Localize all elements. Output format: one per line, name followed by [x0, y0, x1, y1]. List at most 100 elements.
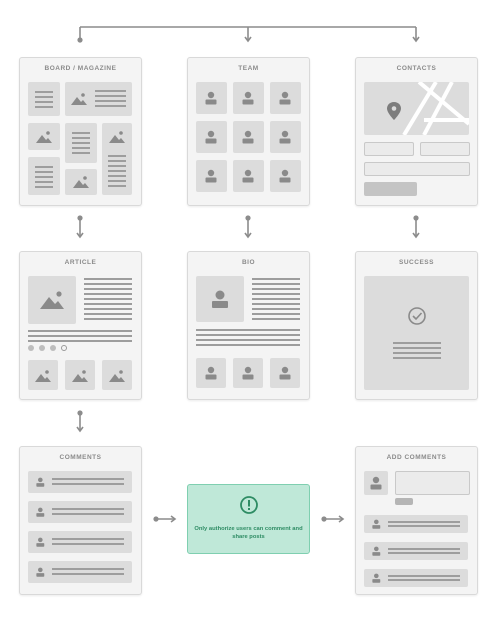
comment-input[interactable]	[395, 471, 470, 495]
input-field[interactable]	[364, 142, 414, 156]
card-title: BOARD / MAGAZINE	[44, 65, 117, 72]
text-line	[84, 308, 132, 310]
text-line	[252, 283, 300, 285]
user-icon	[279, 91, 291, 105]
comment-row	[364, 515, 468, 533]
text-block	[28, 157, 60, 195]
text-line	[84, 278, 132, 280]
text-block	[65, 123, 97, 163]
pagination-dot	[39, 345, 45, 351]
team-card: TEAM	[187, 57, 310, 206]
comment-row	[28, 471, 132, 493]
check-circle-icon	[408, 307, 426, 325]
text-line	[252, 308, 300, 310]
authorization-notice: Only authorize users can comment and sha…	[187, 484, 310, 554]
image-icon	[36, 131, 52, 143]
image-icon	[35, 370, 51, 382]
image-icon	[109, 370, 125, 382]
text-line	[28, 330, 132, 332]
text-line	[84, 283, 132, 285]
submit-button[interactable]	[364, 182, 417, 196]
text-line	[388, 552, 460, 554]
text-line	[252, 293, 300, 295]
user-icon	[205, 91, 217, 105]
user-icon	[279, 366, 291, 380]
card-title: SUCCESS	[399, 259, 434, 266]
user-icon	[242, 169, 254, 183]
team-member-tile	[270, 82, 301, 114]
user-icon	[212, 290, 228, 308]
input-field[interactable]	[420, 142, 470, 156]
success-panel	[364, 276, 469, 390]
image-icon	[72, 370, 88, 382]
card-title: BIO	[241, 259, 256, 266]
image-icon	[71, 93, 87, 105]
team-member-tile	[196, 160, 227, 192]
team-member-tile	[233, 121, 264, 153]
message-field[interactable]	[364, 162, 470, 176]
user-icon	[279, 169, 291, 183]
text-line	[52, 513, 124, 515]
pagination-dot	[61, 345, 67, 351]
thumbnail	[65, 360, 95, 390]
text-line	[388, 521, 460, 523]
success-card: SUCCESS	[355, 251, 478, 400]
text-line	[388, 525, 460, 527]
text-line	[84, 303, 132, 305]
user-icon	[36, 477, 45, 487]
user-icon	[279, 130, 291, 144]
text-line	[196, 334, 300, 336]
board-magazine-card: BOARD / MAGAZINE	[19, 57, 142, 206]
comment-row	[364, 542, 468, 560]
user-icon	[372, 519, 381, 529]
comment-row	[28, 531, 132, 553]
text-line	[52, 568, 124, 570]
image-icon	[73, 176, 89, 188]
alert-circle-icon	[240, 496, 258, 514]
text-line	[196, 339, 300, 341]
text-line	[84, 298, 132, 300]
image-block	[28, 123, 60, 150]
team-member-tile	[270, 121, 301, 153]
text-block	[28, 82, 60, 116]
notice-text: Only authorize users can comment and sha…	[194, 526, 303, 540]
member-thumbnail	[196, 358, 226, 388]
pagination-dot	[28, 345, 34, 351]
contacts-card: CONTACTS	[355, 57, 478, 206]
user-icon	[205, 366, 217, 380]
user-icon	[372, 573, 381, 583]
map-roads	[402, 82, 469, 135]
text-line	[196, 329, 300, 331]
card-title: COMMENTS	[59, 454, 102, 461]
text-line	[28, 335, 132, 337]
team-member-tile	[196, 121, 227, 153]
user-icon	[36, 507, 45, 517]
text-line	[84, 313, 132, 315]
card-title: ADD COMMENTS	[386, 454, 447, 461]
text-line	[84, 293, 132, 295]
user-icon	[36, 537, 45, 547]
post-button[interactable]	[395, 498, 413, 505]
image-icon	[40, 291, 64, 309]
team-member-tile	[270, 160, 301, 192]
text-line	[84, 318, 132, 320]
user-icon	[370, 476, 382, 490]
card-title: ARTICLE	[64, 259, 97, 266]
comment-row	[364, 569, 468, 587]
text-line	[252, 278, 300, 280]
text-line	[52, 538, 124, 540]
user-icon	[205, 130, 217, 144]
text-line	[52, 478, 124, 480]
map-block	[364, 82, 469, 135]
user-icon	[372, 546, 381, 556]
text-line	[252, 303, 300, 305]
text-line	[252, 288, 300, 290]
article-card: ARTICLE	[19, 251, 142, 400]
team-member-tile	[196, 82, 227, 114]
thumbnail	[28, 360, 58, 390]
text-line	[28, 340, 132, 342]
text-line	[52, 483, 124, 485]
image-text-block	[102, 123, 132, 195]
image-icon	[109, 131, 125, 143]
